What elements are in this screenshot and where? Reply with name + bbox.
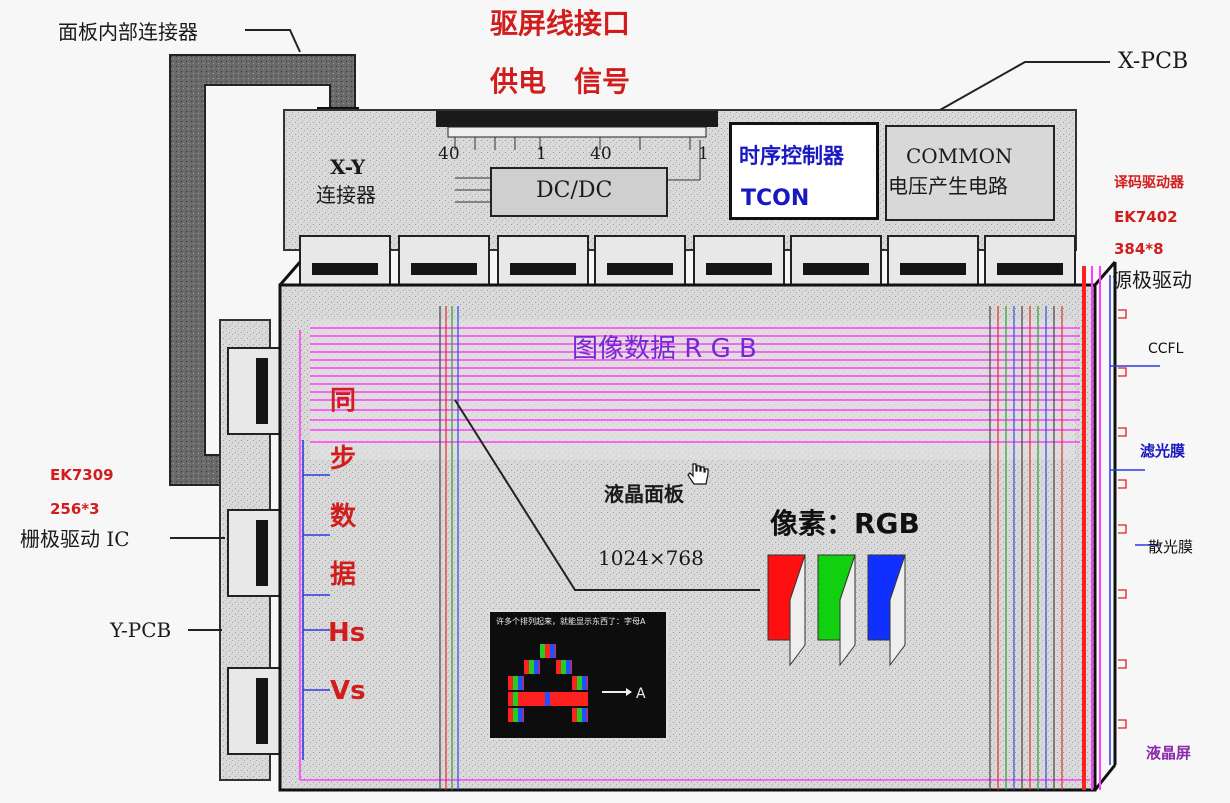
- power-signal-label: 供电 信号: [490, 65, 631, 98]
- sync-char-2: 步: [330, 444, 357, 474]
- dcdc-label: DC/DC: [536, 178, 613, 203]
- diffuser-film-label: 散光膜: [1148, 538, 1194, 556]
- gate-spec-label: 256*3: [50, 500, 100, 518]
- source-driver-model: EK7402: [1114, 208, 1178, 226]
- y-pcb-label: Y-PCB: [110, 618, 172, 642]
- sync-char-1: 同: [330, 386, 357, 416]
- thumb-caption: 许多个排列起来，就能显示东西了：字母A: [496, 617, 646, 626]
- letter-a-glyph: A: [636, 686, 646, 702]
- gate-model-label: EK7309: [50, 466, 114, 484]
- pin-lines: [454, 137, 701, 203]
- sync-hs: Hs: [328, 618, 366, 648]
- pin-1: 1: [536, 144, 547, 164]
- sync-char-3: 数: [330, 502, 357, 532]
- common-line2: 电压产生电路: [888, 174, 1008, 198]
- letter-a-demo-thumbnail: 许多个排列起来，就能显示东西了：字母A A: [488, 610, 668, 740]
- pin-40-right: 40: [590, 144, 612, 164]
- dcdc-box: [490, 167, 668, 217]
- tcon-cn-label: 时序控制器: [739, 144, 844, 168]
- ccfl-label: CCFL: [1148, 341, 1184, 357]
- screen-connector: [436, 111, 718, 127]
- image-data-label: 图像数据 R G B: [572, 334, 757, 364]
- screen-line-title: 驱屏线接口: [490, 7, 631, 40]
- flex-cable: [169, 54, 356, 486]
- x-pcb-label: X-PCB: [1118, 49, 1189, 74]
- tcon-box: [729, 122, 879, 220]
- sync-lines: [302, 440, 330, 760]
- hand-cursor-icon: [687, 463, 709, 485]
- source-drive-label: 源极驱动: [1112, 268, 1192, 292]
- source-driver-spec: 384*8: [1114, 240, 1164, 258]
- source-driver-cn: 译码驱动器: [1114, 175, 1184, 191]
- tcon-en-label: TCON: [741, 186, 810, 211]
- pin-40-left: 40: [438, 144, 460, 164]
- pin-1-right: 1: [698, 144, 709, 164]
- backlight-lines: [1109, 275, 1160, 765]
- lcd-screen-label: 液晶屏: [1146, 744, 1192, 762]
- ccfl-tubes: [1118, 309, 1127, 729]
- xy-connector-line2: 连接器: [316, 183, 376, 207]
- xy-connector-line1: X-Y: [330, 155, 366, 179]
- letter-a-pixels: A: [508, 644, 646, 722]
- source-lines: [439, 266, 1101, 790]
- common-box: [885, 125, 1055, 221]
- lcd-panel-label: 液晶面板: [604, 482, 684, 506]
- image-data-lines: [299, 327, 1090, 781]
- leader-lines: [170, 29, 1110, 631]
- sync-char-4: 据: [330, 560, 357, 590]
- sync-vs: Vs: [330, 676, 366, 706]
- filter-film-label: 滤光膜: [1140, 442, 1186, 460]
- pixel-rgb-label: 像素：RGB: [770, 507, 920, 540]
- common-line1: COMMON: [906, 144, 1013, 168]
- gate-driver-label: 栅极驱动 IC: [20, 527, 130, 551]
- rgb-pixel-glyphs: [767, 554, 906, 667]
- arrow-right-icon: [602, 688, 632, 696]
- panel-connector-label: 面板内部连接器: [58, 20, 198, 44]
- resolution-label: 1024×768: [598, 546, 704, 570]
